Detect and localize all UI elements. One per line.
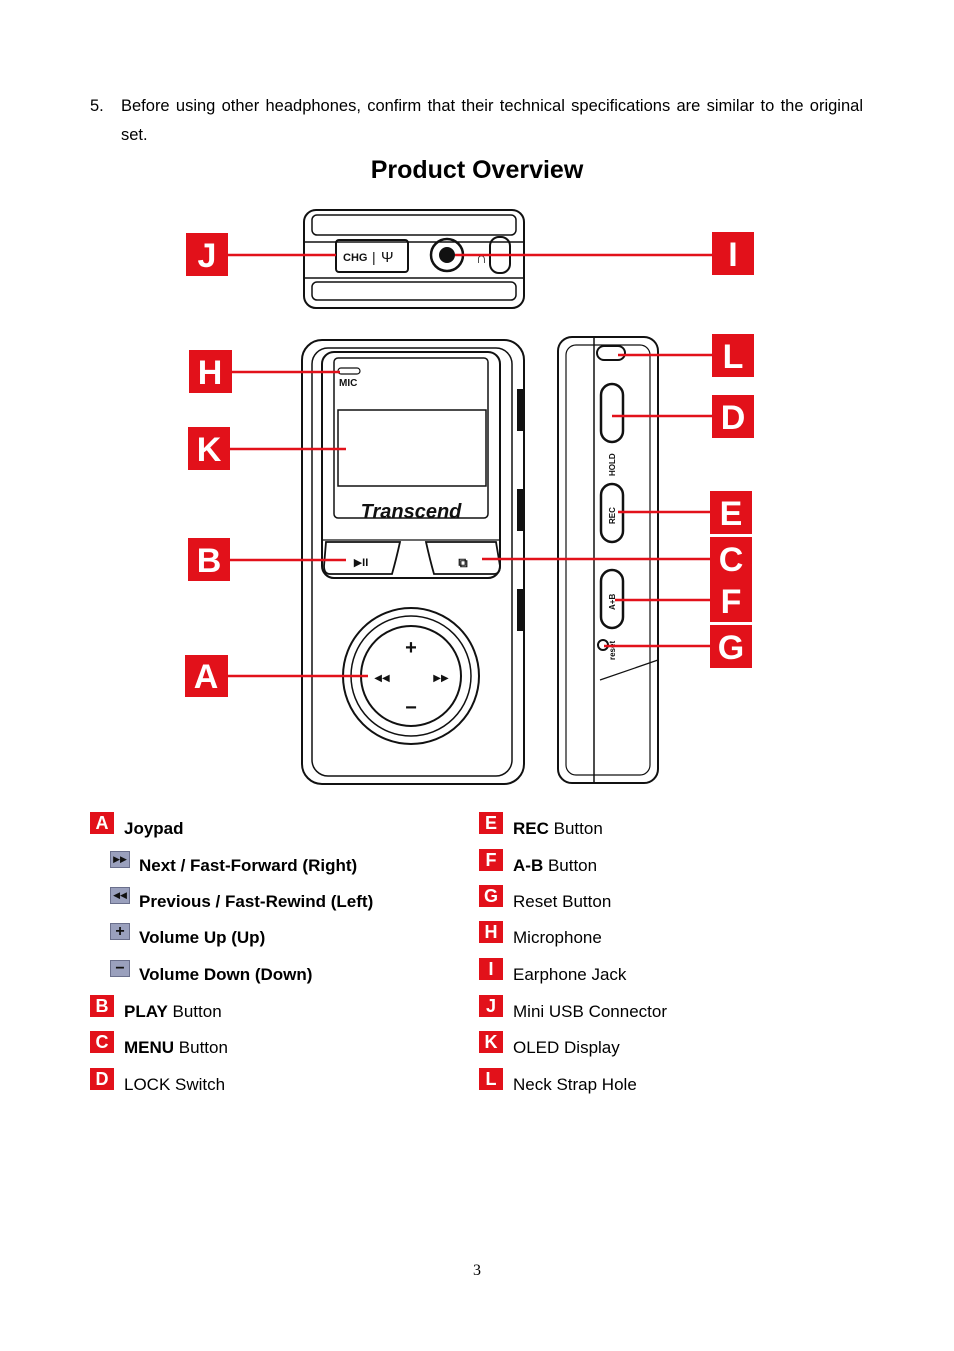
legend-badge-a: A bbox=[90, 812, 114, 834]
svg-text:L: L bbox=[723, 338, 744, 376]
legend-label-ab-bold: A-B bbox=[513, 856, 544, 875]
legend-label-reset: Reset Button bbox=[513, 892, 612, 911]
callout-j: J bbox=[186, 233, 228, 276]
callout-k: K bbox=[188, 427, 230, 470]
legend-badge-l: L bbox=[479, 1068, 503, 1090]
plus-icon: + bbox=[110, 923, 130, 940]
svg-text:H: H bbox=[198, 354, 223, 392]
legend-badge-i: I bbox=[479, 958, 503, 980]
svg-text:C: C bbox=[719, 541, 744, 579]
legend-badge-d: D bbox=[90, 1068, 114, 1090]
legend-label-ab-plain: Button bbox=[543, 856, 598, 875]
play-button-symbol: ▶II bbox=[354, 557, 369, 569]
callout-f: F bbox=[710, 579, 752, 622]
joypad-up-symbol: + bbox=[405, 637, 417, 659]
reset-label: reset bbox=[608, 641, 617, 660]
svg-text:B: B bbox=[197, 542, 222, 580]
note-number: 5. bbox=[90, 97, 104, 115]
legend-label-rec-plain: Button bbox=[548, 819, 603, 838]
legend-label-oled: OLED Display bbox=[513, 1038, 620, 1057]
page-title: Product Overview bbox=[370, 156, 584, 184]
callout-lines bbox=[228, 253, 712, 678]
legend-badge-e: E bbox=[479, 812, 503, 834]
minus-icon: − bbox=[110, 960, 130, 977]
callout-c: C bbox=[710, 537, 752, 579]
legend-badge-c: C bbox=[90, 1031, 114, 1053]
hold-label: HOLD bbox=[608, 453, 617, 476]
callout-b: B bbox=[188, 538, 230, 581]
device-front-view bbox=[301, 339, 525, 785]
fast-forward-icon: ▶▶ bbox=[110, 851, 130, 868]
callout-i: I bbox=[712, 232, 754, 275]
chg-label: CHG bbox=[343, 252, 367, 264]
product-diagram: CHG | Ψ ∩ MIC Transcend ▶II ⧉ + − ◀◀ ▶▶ bbox=[185, 209, 754, 785]
brand-logo: Transcend bbox=[361, 501, 463, 523]
legend-badge-j: J bbox=[479, 995, 503, 1017]
callout-a: A bbox=[185, 655, 228, 697]
note-text: Before using other headphones, confirm t… bbox=[121, 97, 863, 144]
legend-label-menu-bold: MENU bbox=[124, 1038, 175, 1057]
device-top-view bbox=[303, 209, 525, 309]
legend-badge-k: K bbox=[479, 1031, 503, 1053]
legend-label-volume-down: Volume Down (Down) bbox=[139, 965, 313, 984]
legend-label-next: Next / Fast-Forward (Right) bbox=[139, 856, 358, 875]
rec-label: REC bbox=[608, 507, 617, 524]
callout-badges: J I H K B A L D E C F G bbox=[185, 232, 754, 697]
legend-label-neck-strap: Neck Strap Hole bbox=[513, 1075, 637, 1094]
usb-symbol: Ψ bbox=[381, 249, 394, 266]
legend-label-rec-bold: REC bbox=[513, 819, 549, 838]
callout-e: E bbox=[710, 491, 752, 534]
legend-label-play-plain: Button bbox=[167, 1002, 222, 1021]
page-number: 3 bbox=[473, 1262, 481, 1279]
callout-h: H bbox=[189, 350, 232, 393]
mic-label: MIC bbox=[339, 378, 357, 389]
callout-g: G bbox=[710, 625, 752, 668]
menu-button-symbol: ⧉ bbox=[458, 555, 468, 570]
legend-label-earphone-jack: Earphone Jack bbox=[513, 965, 627, 984]
note-item: 5. Before using other headphones, confir… bbox=[90, 92, 863, 150]
legend-label-joypad: Joypad bbox=[124, 819, 184, 838]
legend-label-play-bold: PLAY bbox=[124, 1002, 168, 1021]
legend-badge-f: F bbox=[479, 849, 503, 871]
legend-label-menu-plain: Button bbox=[174, 1038, 228, 1057]
ab-label: A+B bbox=[608, 594, 617, 610]
joypad-right-symbol: ▶▶ bbox=[433, 673, 449, 684]
svg-text:K: K bbox=[197, 431, 222, 469]
callout-d: D bbox=[712, 395, 754, 438]
legend-label-usb: Mini USB Connector bbox=[513, 1002, 668, 1021]
callout-l: L bbox=[712, 334, 754, 377]
svg-text:F: F bbox=[721, 583, 742, 621]
svg-text:G: G bbox=[718, 629, 744, 667]
legend-label-microphone: Microphone bbox=[513, 928, 602, 947]
rewind-icon: ◀◀ bbox=[110, 887, 130, 904]
legend-label-previous: Previous / Fast-Rewind (Left) bbox=[139, 892, 374, 911]
headphone-icon: ∩ bbox=[476, 250, 487, 267]
legend-badge-g: G bbox=[479, 885, 503, 907]
joypad-down-symbol: − bbox=[405, 697, 417, 719]
legend-label-lock: LOCK Switch bbox=[124, 1075, 226, 1094]
legend-label-volume-up: Volume Up (Up) bbox=[139, 928, 266, 947]
svg-text:I: I bbox=[728, 236, 737, 274]
svg-text:D: D bbox=[721, 399, 746, 437]
legend-badge-h: H bbox=[479, 921, 503, 943]
svg-text:A: A bbox=[194, 658, 219, 696]
legend-badge-b: B bbox=[90, 995, 114, 1017]
svg-text:E: E bbox=[720, 495, 743, 533]
usb-divider: | bbox=[372, 249, 376, 265]
svg-text:J: J bbox=[198, 237, 217, 275]
joypad-left-symbol: ◀◀ bbox=[374, 673, 390, 684]
